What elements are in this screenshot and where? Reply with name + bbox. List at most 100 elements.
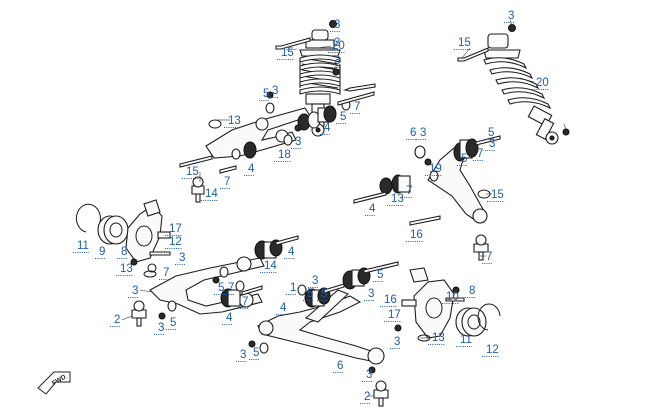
callout-label: 3 (334, 19, 340, 31)
left-upper-a-arm (205, 107, 311, 159)
left-knuckle-fasteners (130, 251, 171, 278)
callout-label: 3 (240, 349, 246, 361)
callout-label: 18 (278, 149, 291, 161)
callout-label: 4 (248, 163, 255, 175)
callout-label: 13 (120, 263, 133, 275)
callout-label: 4 (226, 312, 233, 324)
left-shock-top-bolt (275, 37, 311, 50)
callout-label: 2 (364, 391, 370, 403)
callout-label: 5 (461, 153, 467, 165)
callout-label: 8 (469, 285, 475, 297)
callout-label: 3 (334, 37, 340, 49)
left-upper-pivot-bolts (179, 91, 375, 174)
callout-label: 8 (121, 246, 127, 258)
callout-label: 12 (486, 344, 499, 356)
left-lower-bushings (167, 239, 283, 312)
callout-label: 11 (77, 240, 89, 252)
callout-label: 4 (324, 122, 331, 134)
right-shock-absorber (483, 33, 559, 145)
callout-label: 5 (263, 88, 269, 100)
callout-label: 7 (228, 282, 234, 294)
callout-label: 3 (312, 275, 318, 287)
callout-label: 7 (486, 251, 492, 263)
callout-label: 4 (280, 302, 287, 314)
callout-label: 7 (163, 267, 169, 279)
callout-label: 15 (491, 189, 504, 201)
callout-label: 16 (384, 294, 397, 306)
callout-label: 15 (458, 37, 471, 49)
left-shock-lower-bolt (343, 83, 376, 92)
callout-label: 5 (377, 269, 383, 281)
callout-label: 1 (290, 282, 296, 294)
callout-label: 5 (253, 347, 259, 359)
callout-label: 7 (224, 176, 230, 188)
callout-labels: 3 3 15 20 15 20 3 3 5 3 7 5 4 13 3 18 4 … (73, 10, 549, 404)
callout-label: 15 (281, 47, 294, 59)
callout-label: 11 (460, 334, 472, 346)
callout-label: 3 (366, 369, 372, 381)
callout-label: 19 (429, 163, 442, 175)
right-upper-pivot-bolts (353, 135, 501, 226)
callout-label: 20 (536, 77, 549, 89)
callout-label: 14 (205, 188, 218, 200)
left-steering-knuckle (125, 199, 171, 263)
right-shock-top-bolt (457, 47, 489, 62)
callout-label: 5 (307, 288, 313, 300)
left-upper-ball-joint (191, 176, 205, 203)
left-brake-dust-shield-ring (75, 203, 101, 233)
callout-label: 3 (394, 336, 400, 348)
callout-label: 15 (186, 166, 199, 178)
callout-label: 5 (321, 288, 327, 300)
callout-label: 3 (420, 127, 426, 139)
callout-label: 20 (332, 40, 345, 52)
callout-label: 2 (114, 314, 120, 326)
callout-label: 13 (432, 332, 445, 344)
callout-label: 3 (272, 85, 278, 97)
callout-label: 17 (169, 223, 182, 235)
callout-label: 14 (264, 260, 277, 272)
callout-label: 3 (489, 138, 495, 150)
callout-label: 5 (170, 317, 176, 329)
left-lower-ball-joint (131, 300, 147, 327)
callout-label: 7 (406, 185, 412, 197)
callout-label: 3 (295, 136, 301, 148)
callout-label: 5 (218, 282, 224, 294)
callout-label: 10 (446, 291, 459, 303)
fwd-direction-badge: FWD (37, 371, 71, 395)
right-lower-ball-joint (373, 380, 389, 407)
right-upper-a-arm (427, 147, 488, 224)
right-brake-dust-shield-ring (477, 303, 501, 331)
callout-label: 9 (99, 246, 105, 258)
callout-label: 16 (410, 229, 423, 241)
callout-label: 17 (388, 309, 401, 321)
right-shock-top-nut (508, 24, 516, 32)
right-shock-lower-nut (562, 128, 570, 136)
left-lower-pivot-bolts (158, 235, 299, 320)
callout-label: 6 (337, 360, 343, 372)
left-upper-circlip (208, 119, 222, 129)
callout-label: 3 (132, 285, 138, 297)
callout-label: 5 (340, 111, 346, 123)
callout-label: 3 (508, 10, 514, 22)
callout-label: 3 (158, 322, 164, 334)
right-lower-a-arm (257, 289, 385, 365)
left-wheel-bearing (97, 215, 129, 245)
callout-label: 4 (288, 246, 295, 258)
right-lower-pivot-bolts (248, 261, 399, 374)
callout-label: 13 (391, 193, 404, 205)
leader-lines (121, 19, 567, 397)
callout-label: 5 (488, 127, 494, 139)
right-steering-knuckle (401, 267, 455, 339)
callout-label: 7 (477, 148, 483, 160)
callout-label: 3 (179, 252, 185, 264)
callout-label: 6 (410, 127, 416, 139)
callout-label: 3 (334, 55, 340, 67)
right-wheel-bearing (455, 307, 487, 337)
right-knuckle-fasteners (394, 286, 465, 342)
callout-label: 4 (369, 203, 376, 215)
callout-label: 12 (169, 236, 182, 248)
callout-label: 13 (228, 115, 241, 127)
callout-label: 7 (242, 296, 248, 308)
